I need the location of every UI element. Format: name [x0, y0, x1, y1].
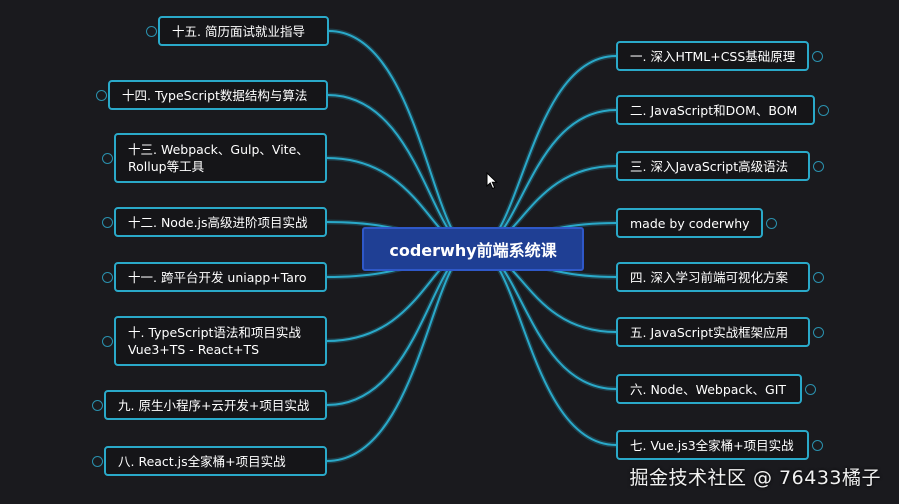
topic-node-left[interactable]: 十二. Node.js高级进阶项目实战	[114, 207, 327, 237]
central-topic-label: coderwhy前端系统课	[389, 241, 557, 260]
count-badge	[102, 153, 113, 164]
topic-label: 二. JavaScript和DOM、BOM	[630, 102, 798, 118]
topic-label: 四. 深入学习前端可视化方案	[630, 269, 788, 285]
topic-node-left[interactable]: 十五. 简历面试就业指导	[158, 16, 329, 46]
topic-node-right[interactable]: 三. 深入JavaScript高级语法	[616, 151, 810, 181]
topic-label: 五. JavaScript实战框架应用	[630, 324, 789, 340]
count-badge	[146, 26, 157, 37]
count-badge	[96, 90, 107, 101]
topic-label: 六. Node、Webpack、GIT	[630, 381, 787, 397]
topic-node-right[interactable]: made by coderwhy	[616, 208, 763, 238]
topic-label: 三. 深入JavaScript高级语法	[630, 158, 789, 174]
count-badge	[818, 105, 829, 116]
connector-line	[326, 248, 473, 462]
topic-label: made by coderwhy	[630, 215, 750, 231]
topic-node-right[interactable]: 四. 深入学习前端可视化方案	[616, 262, 810, 292]
count-badge	[805, 384, 816, 395]
topic-node-left[interactable]: 十. TypeScript语法和项目实战 Vue3+TS - React+TS	[114, 316, 327, 366]
topic-label: 十二. Node.js高级进阶项目实战	[128, 214, 308, 230]
topic-node-right[interactable]: 一. 深入HTML+CSS基础原理	[616, 41, 809, 71]
topic-label: 八. React.js全家桶+项目实战	[118, 453, 286, 469]
count-badge	[92, 400, 103, 411]
count-badge	[812, 440, 823, 451]
count-badge	[102, 336, 113, 347]
central-topic[interactable]: coderwhy前端系统课	[362, 227, 584, 271]
topic-label: 十. TypeScript语法和项目实战 Vue3+TS - React+TS	[128, 325, 301, 357]
connector-line	[324, 246, 475, 464]
topic-label: 十四. TypeScript数据结构与算法	[122, 87, 308, 103]
topic-label: 十一. 跨平台开发 uniapp+Taro	[128, 269, 307, 285]
topic-node-right[interactable]: 五. JavaScript实战框架应用	[616, 317, 810, 347]
topic-node-left[interactable]: 十三. Webpack、Gulp、Vite、Rollup等工具	[114, 133, 327, 183]
topic-node-right[interactable]: 七. Vue.js3全家桶+项目实战	[616, 430, 809, 460]
count-badge	[812, 51, 823, 62]
topic-node-right[interactable]: 六. Node、Webpack、GIT	[616, 374, 802, 404]
topic-label: 一. 深入HTML+CSS基础原理	[630, 48, 796, 64]
topic-node-left[interactable]: 九. 原生小程序+云开发+项目实战	[104, 390, 327, 420]
topic-node-right[interactable]: 二. JavaScript和DOM、BOM	[616, 95, 815, 125]
count-badge	[813, 161, 824, 172]
count-badge	[766, 218, 777, 229]
watermark: 掘金技术社区 @ 76433橘子	[629, 467, 881, 489]
count-badge	[813, 272, 824, 283]
count-badge	[102, 272, 113, 283]
count-badge	[813, 327, 824, 338]
topic-label: 七. Vue.js3全家桶+项目实战	[630, 437, 794, 453]
topic-node-left[interactable]: 八. React.js全家桶+项目实战	[104, 446, 327, 476]
topic-label: 十三. Webpack、Gulp、Vite、Rollup等工具	[128, 142, 309, 174]
count-badge	[102, 217, 113, 228]
count-badge	[92, 456, 103, 467]
topic-node-left[interactable]: 十一. 跨平台开发 uniapp+Taro	[114, 262, 327, 292]
topic-label: 九. 原生小程序+云开发+项目实战	[118, 397, 310, 413]
topic-node-left[interactable]: 十四. TypeScript数据结构与算法	[108, 80, 328, 110]
mouse-pointer-icon	[486, 172, 498, 190]
topic-label: 十五. 简历面试就业指导	[172, 23, 305, 39]
